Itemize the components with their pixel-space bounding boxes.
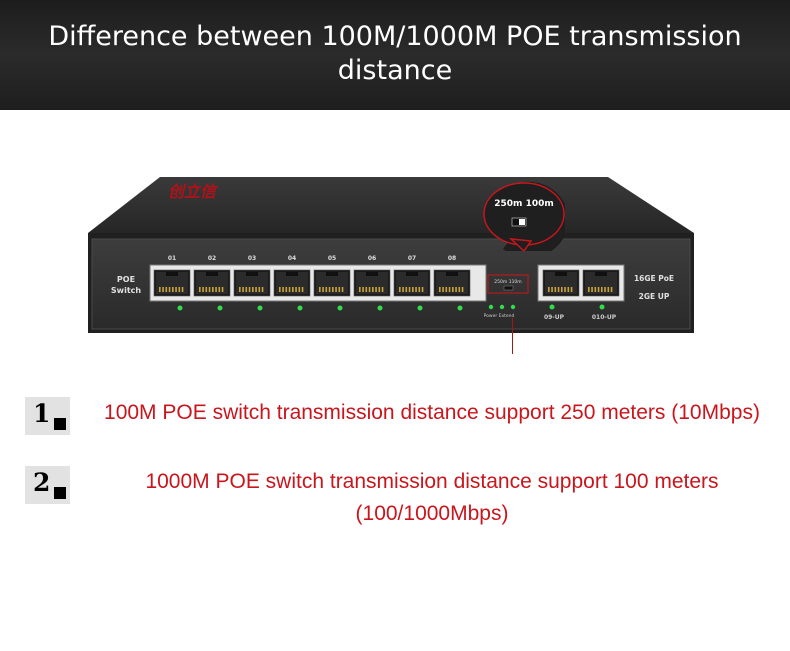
brand-logo: 创立信 [168, 182, 219, 201]
led-label: Power Extend [484, 313, 515, 319]
poe-switch-image: 创立信 POE Switch 01 02 03 04 05 06 07 08 250m 110… [88, 177, 694, 333]
spec-label-2: 2GE UP [639, 292, 670, 301]
number-1: 1 [33, 399, 51, 428]
badge-corner-square [54, 487, 66, 499]
callout-label: 250m 100m [494, 199, 554, 209]
callout-pointer-line [512, 318, 513, 354]
note-2-text: 1000M POE switch transmission distance s… [145, 470, 719, 525]
port-number-07: 07 [408, 255, 416, 262]
port-led-04 [297, 305, 303, 311]
port-number-06: 06 [368, 255, 376, 262]
port-number-08: 08 [448, 255, 456, 262]
number-2: 2 [33, 468, 51, 497]
distance-switch-box [487, 274, 529, 294]
switch-zoom-callout [483, 181, 565, 251]
uplink-label-2: 010-UP [592, 314, 617, 321]
port-led-02 [217, 305, 223, 311]
port-led-08 [457, 305, 463, 311]
uplink-ports [542, 269, 620, 297]
note-1-text: 100M POE switch transmission distance su… [104, 401, 760, 424]
header-banner: Difference between 100M/1000M POE transm… [0, 0, 790, 110]
number-badge-2: 2 [25, 466, 70, 504]
port-number-05: 05 [328, 255, 336, 262]
uplink-label-1: 09-UP [544, 314, 565, 321]
port-number-03: 03 [248, 255, 256, 262]
port-number-04: 04 [288, 255, 296, 262]
port-number-row: 01 02 03 04 05 06 07 08 [168, 255, 456, 262]
side-label-line1: POE [117, 275, 135, 284]
port-number-01: 01 [168, 255, 176, 262]
badge-corner-square [54, 418, 66, 430]
side-label-line2: Switch [111, 286, 141, 295]
number-badge-1: 1 [25, 397, 70, 435]
port-number-02: 02 [208, 255, 216, 262]
page-title: Difference between 100M/1000M POE transm… [48, 21, 742, 86]
spec-label-1: 16GE PoE [634, 274, 674, 283]
port-led-row [177, 305, 463, 311]
port-led-01 [177, 305, 183, 311]
port-led-03 [257, 305, 263, 311]
port-led-06 [377, 305, 383, 311]
distance-switch-label: 250m 110m [494, 279, 521, 285]
rj45-ports [153, 269, 471, 297]
port-led-07 [417, 305, 423, 311]
port-led-05 [337, 305, 343, 311]
